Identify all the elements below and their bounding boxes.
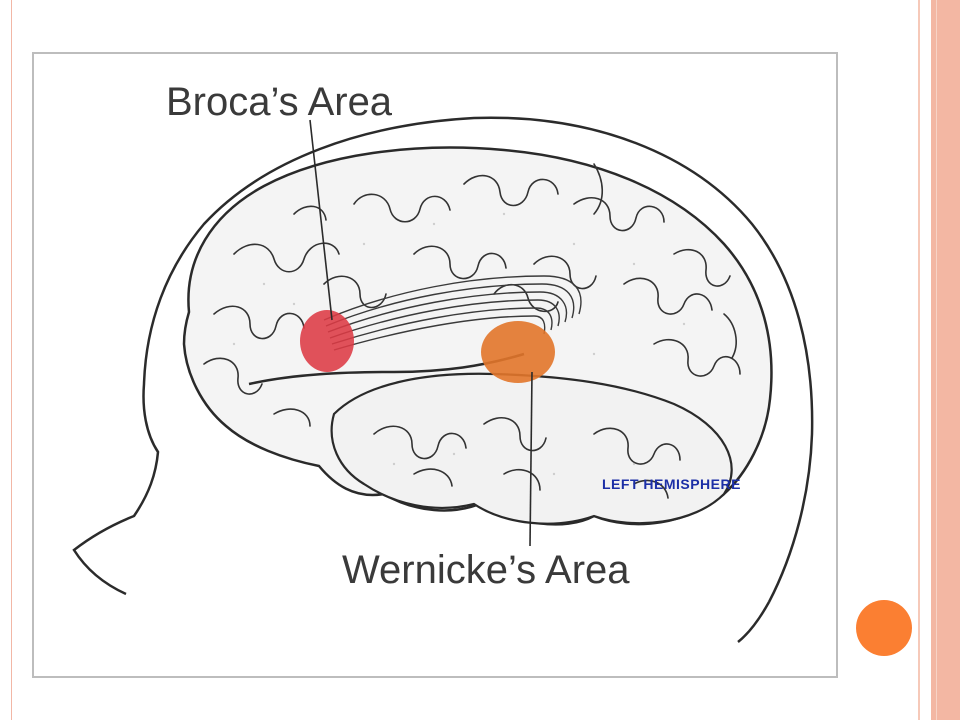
wernicke-label: Wernicke’s Area [342,548,630,592]
hemisphere-label: LEFT HEMISPHERE [602,476,741,492]
accent-circle [856,600,912,656]
broca-label: Broca’s Area [166,80,393,124]
wernicke-region [481,321,555,383]
head-outline [72,116,814,603]
head-neck-curl [737,601,771,643]
broca-region [300,310,354,372]
brain-illustration [72,116,814,643]
arcuate-fasciculus [323,275,582,351]
broca-leader-line [309,119,333,321]
slide-left-border [0,0,12,720]
brain-texture [232,212,686,476]
slide-right-stripe [916,0,960,720]
gyri-lines [203,163,741,499]
brain-figure: Broca’s Area Wernicke’s Area LEFT HEMISP… [32,52,838,678]
wernicke-leader-line [529,371,533,547]
